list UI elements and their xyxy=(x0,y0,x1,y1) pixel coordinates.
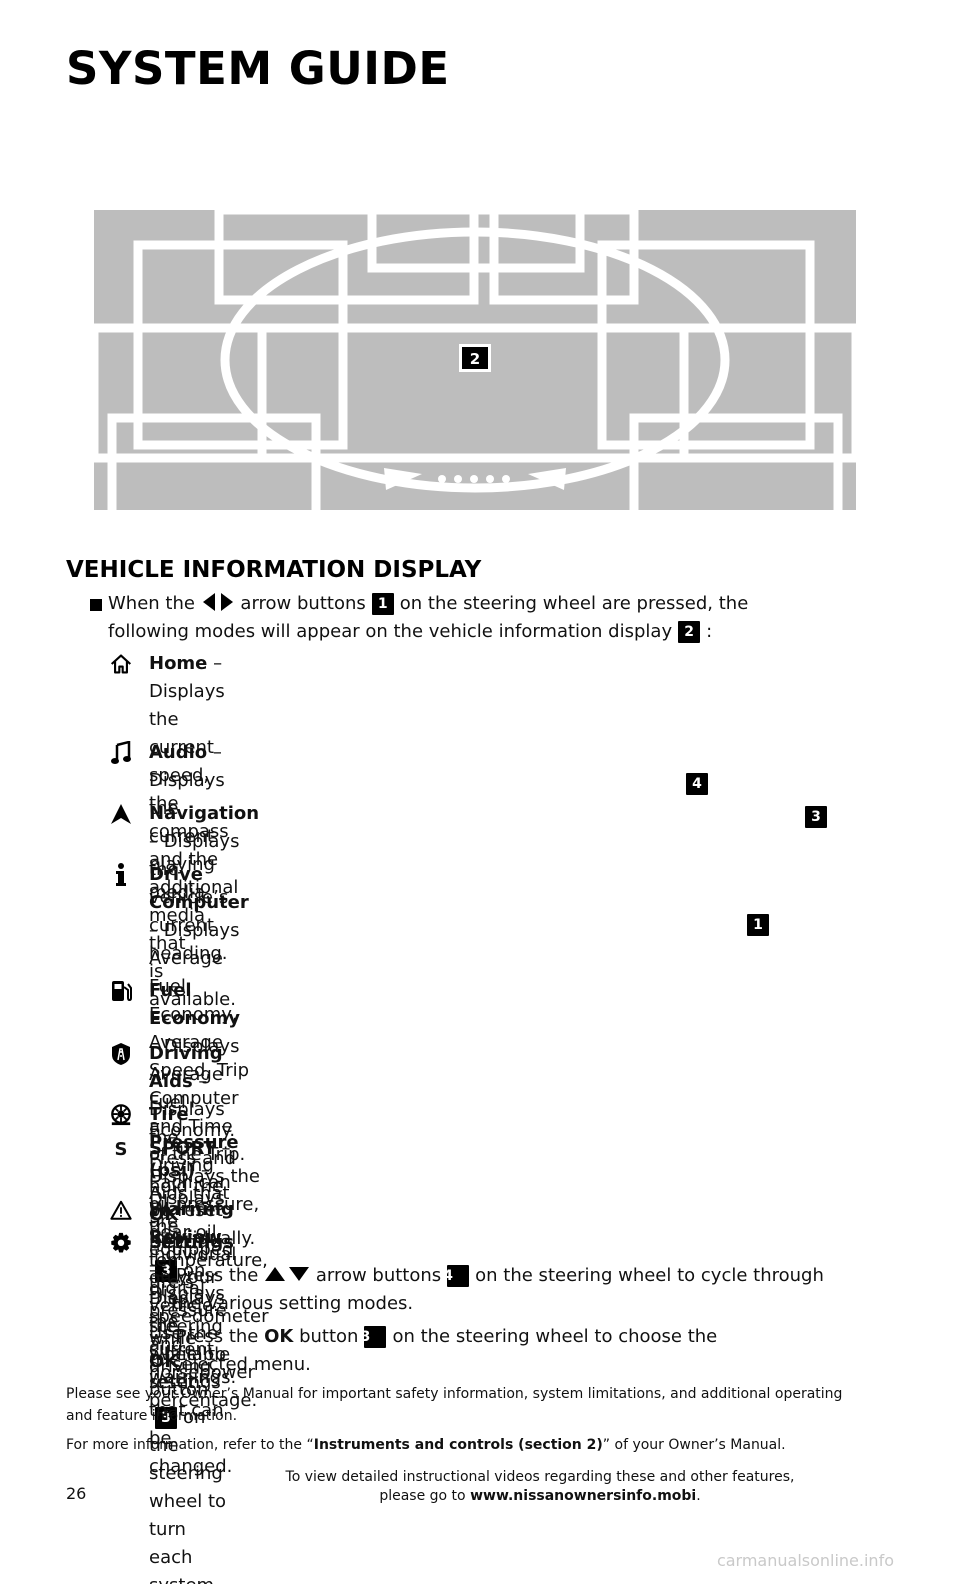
callout-badge: 3 xyxy=(361,1326,387,1348)
tire-icon xyxy=(110,1104,132,1126)
gear-icon xyxy=(110,1232,132,1254)
callout-badge-3: 3 xyxy=(805,806,827,828)
bullet-square xyxy=(90,599,102,611)
page-title: SYSTEM GUIDE xyxy=(66,42,450,95)
section-heading: VEHICLE INFORMATION DISPLAY xyxy=(66,557,482,583)
page-number: 26 xyxy=(66,1484,87,1503)
callout-badge-1: 1 xyxy=(747,914,769,936)
callout-badge: 3 xyxy=(155,1407,177,1429)
more-info-note: For more information, refer to the “Inst… xyxy=(66,1437,786,1453)
sport-letter-icon: S xyxy=(114,1138,128,1160)
left-right-arrows-icon xyxy=(202,593,233,611)
navigation-arrow-icon xyxy=(110,803,132,825)
driving-aids-icon xyxy=(110,1043,132,1065)
safety-disclaimer: Please see your Owner’s Manual for impor… xyxy=(66,1386,843,1424)
callout-badge: 3 xyxy=(155,1260,177,1282)
display-diagram: 2 xyxy=(94,210,856,510)
display-callout-label: 2 xyxy=(470,350,480,368)
video-url-link[interactable]: www.nissanownersinfo.mobi xyxy=(470,1488,697,1504)
home-icon xyxy=(110,653,132,675)
fuel-pump-icon xyxy=(110,980,132,1002)
up-down-arrows-icon xyxy=(265,1267,310,1281)
info-icon xyxy=(110,863,132,886)
watermark: carmanualsonline.info xyxy=(716,1551,894,1570)
callout-badge: 1 xyxy=(371,593,394,615)
callout-badge-4: 4 xyxy=(686,773,708,795)
callout-badge: 4 xyxy=(443,1265,470,1287)
video-note: To view detailed instructional videos re… xyxy=(285,1469,795,1504)
warning-triangle-icon xyxy=(110,1199,132,1221)
music-note-icon xyxy=(110,741,132,764)
callout-badge: 2 xyxy=(678,621,701,643)
